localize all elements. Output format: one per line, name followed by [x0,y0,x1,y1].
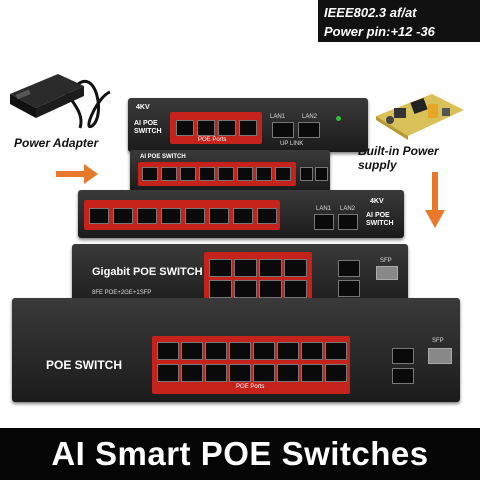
spec-badge: IEEE802.3 af/at Power pin:+12 -36 [318,0,480,42]
ethernet-port[interactable] [199,167,215,181]
spec-line-2: Power pin:+12 -36 [324,24,435,39]
ethernet-port[interactable] [284,259,307,277]
lan1-label: LAN1 [270,114,286,120]
ethernet-port[interactable] [277,342,299,360]
poe-port-panel: POE Ports [152,336,350,394]
rating-label: 4KV [370,198,384,205]
ethernet-port[interactable] [301,342,323,360]
ethernet-port[interactable] [181,364,203,382]
ethernet-port[interactable] [277,364,299,382]
poe-port-panel: POE Ports [170,112,262,144]
ethernet-port[interactable] [113,208,133,224]
ethernet-port[interactable] [234,259,257,277]
ethernet-port[interactable] [181,342,203,360]
sfp-label: SFP [380,258,392,264]
ethernet-port[interactable] [137,208,157,224]
ethernet-port[interactable] [161,208,181,224]
uplink-port-1[interactable] [300,167,313,181]
uplink-label: UP LINK [280,141,304,147]
ethernet-port[interactable] [157,364,179,382]
ethernet-port[interactable] [257,208,277,224]
lan1-label: LAN1 [316,206,332,212]
switch-4-port: 4KV AI POE SWITCH POE Ports LAN1 LAN2 UP… [128,98,368,152]
banner-title: AI Smart POE Switches [0,428,480,480]
ethernet-port[interactable] [157,342,179,360]
ethernet-port[interactable] [209,280,232,298]
poe-ports-label: POE Ports [198,137,227,143]
arrow-down-icon [425,172,445,228]
uplink-port-2[interactable] [315,167,328,181]
ethernet-port[interactable] [197,120,215,136]
ethernet-port[interactable] [218,120,236,136]
ethernet-port[interactable] [209,259,232,277]
power-adapter-image [10,74,111,129]
brand-label: AI POE SWITCH [140,154,186,160]
ethernet-port[interactable] [185,208,205,224]
uplink-port-1[interactable] [392,348,414,364]
ethernet-port[interactable] [239,120,257,136]
poe-ports-label: POE Ports [236,384,265,390]
ethernet-port[interactable] [229,342,251,360]
power-adapter-caption: Power Adapter [14,136,99,150]
poe-port-panel [204,252,312,304]
ethernet-port[interactable] [325,364,347,382]
uplink-port-2[interactable] [338,214,358,230]
device-subtitle: 8FE POE+2GE+1SFP [92,290,152,296]
uplink-port-1[interactable] [338,260,360,277]
ethernet-port[interactable] [256,167,272,181]
uplink-port-2[interactable] [298,122,320,138]
device-title: POE SWITCH [46,358,123,372]
ethernet-port[interactable] [259,259,282,277]
lan2-label: LAN2 [302,114,318,120]
arrow-right-icon [56,164,98,184]
sfp-port[interactable] [428,348,452,364]
lan2-label: LAN2 [340,206,356,212]
ethernet-port[interactable] [176,120,194,136]
spec-line-1: IEEE802.3 af/at [324,5,417,20]
device-title: Gigabit POE SWITCH [92,266,203,278]
switch-8-port-wide: LAN1 LAN2 4KV AI POE SWITCH [78,190,404,238]
poe-port-panel [138,162,296,186]
ethernet-port[interactable] [301,364,323,382]
sfp-label: SFP [432,338,444,344]
ethernet-port[interactable] [275,167,291,181]
uplink-port-1[interactable] [314,214,334,230]
ethernet-port[interactable] [229,364,251,382]
ethernet-port[interactable] [205,342,227,360]
ethernet-port[interactable] [180,167,196,181]
ethernet-port[interactable] [237,167,253,181]
ethernet-port[interactable] [259,280,282,298]
ethernet-port[interactable] [218,167,234,181]
ethernet-port[interactable] [234,280,257,298]
uplink-port-2[interactable] [392,368,414,384]
power-supply-board-image [376,94,464,140]
brand-label: AI POE SWITCH [134,120,162,135]
ethernet-port[interactable] [161,167,177,181]
ethernet-port[interactable] [253,364,275,382]
ethernet-port[interactable] [233,208,253,224]
status-led [336,116,341,121]
switch-8-port: AI POE SWITCH [130,150,330,192]
ethernet-port[interactable] [284,280,307,298]
uplink-port-2[interactable] [338,280,360,297]
poe-port-panel [84,200,280,230]
sfp-port[interactable] [376,266,398,280]
ethernet-port[interactable] [253,342,275,360]
rating-label: 4KV [136,104,150,111]
ethernet-port[interactable] [89,208,109,224]
ethernet-port[interactable] [142,167,158,181]
uplink-port-1[interactable] [272,122,294,138]
ethernet-port[interactable] [325,342,347,360]
ethernet-port[interactable] [209,208,229,224]
ethernet-port[interactable] [205,364,227,382]
power-supply-caption: Built-in Power supply [358,144,439,172]
brand-label: AI POE SWITCH [366,212,394,227]
large-poe-switch: POE SWITCH POE Ports SFP [12,298,460,402]
